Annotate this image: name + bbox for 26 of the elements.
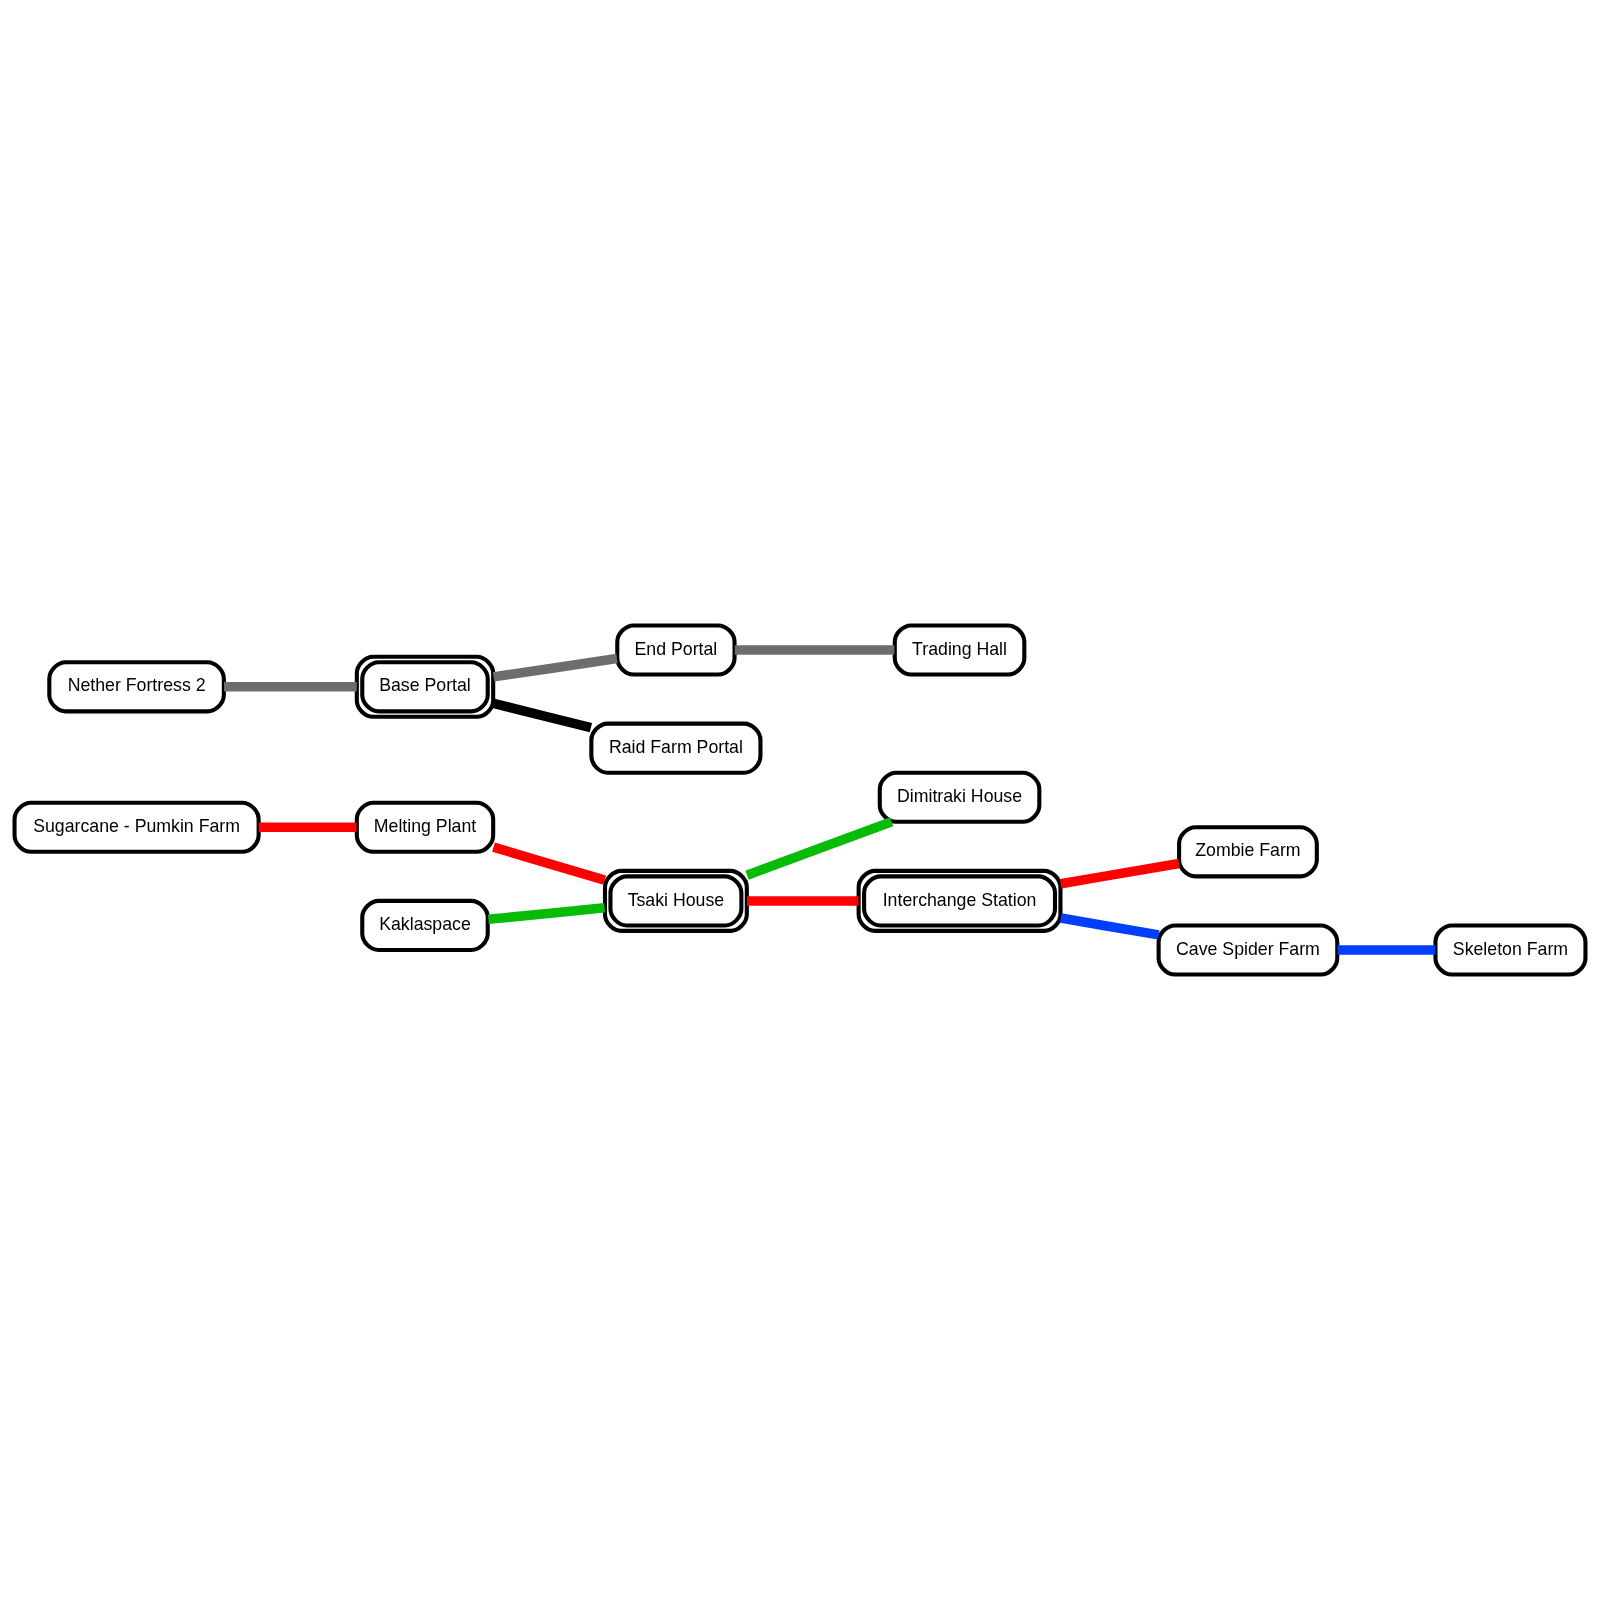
node-box: Dimitraki House <box>877 770 1042 824</box>
connector <box>1060 913 1160 940</box>
connector <box>492 698 593 733</box>
connector <box>1060 858 1180 889</box>
node-box: Interchange Station <box>856 868 1063 933</box>
node-box: Base Portal <box>354 654 496 719</box>
node-box: Cave Spider Farm <box>1156 923 1340 977</box>
node-box: End Portal <box>615 623 737 677</box>
node-box: Nether Fortress 2 <box>47 660 226 714</box>
connector <box>224 682 357 692</box>
node-box: Skeleton Farm <box>1433 923 1588 977</box>
node-box: Sugarcane - Pumkin Farm <box>12 800 261 854</box>
connector <box>487 903 606 925</box>
connector <box>492 842 607 885</box>
node-box: Trading Hall <box>892 623 1027 677</box>
connector <box>1337 945 1436 955</box>
node-box: Raid Farm Portal <box>589 721 763 775</box>
node-box: Zombie Farm <box>1177 825 1319 879</box>
connector <box>747 896 859 906</box>
node-box: Kaklaspace <box>360 898 490 953</box>
connector <box>734 645 895 655</box>
connector <box>258 822 357 833</box>
node-box: Tsaki House <box>602 868 749 933</box>
connector <box>492 653 618 682</box>
connector <box>745 817 894 880</box>
node-box: Melting Plant <box>354 800 496 854</box>
